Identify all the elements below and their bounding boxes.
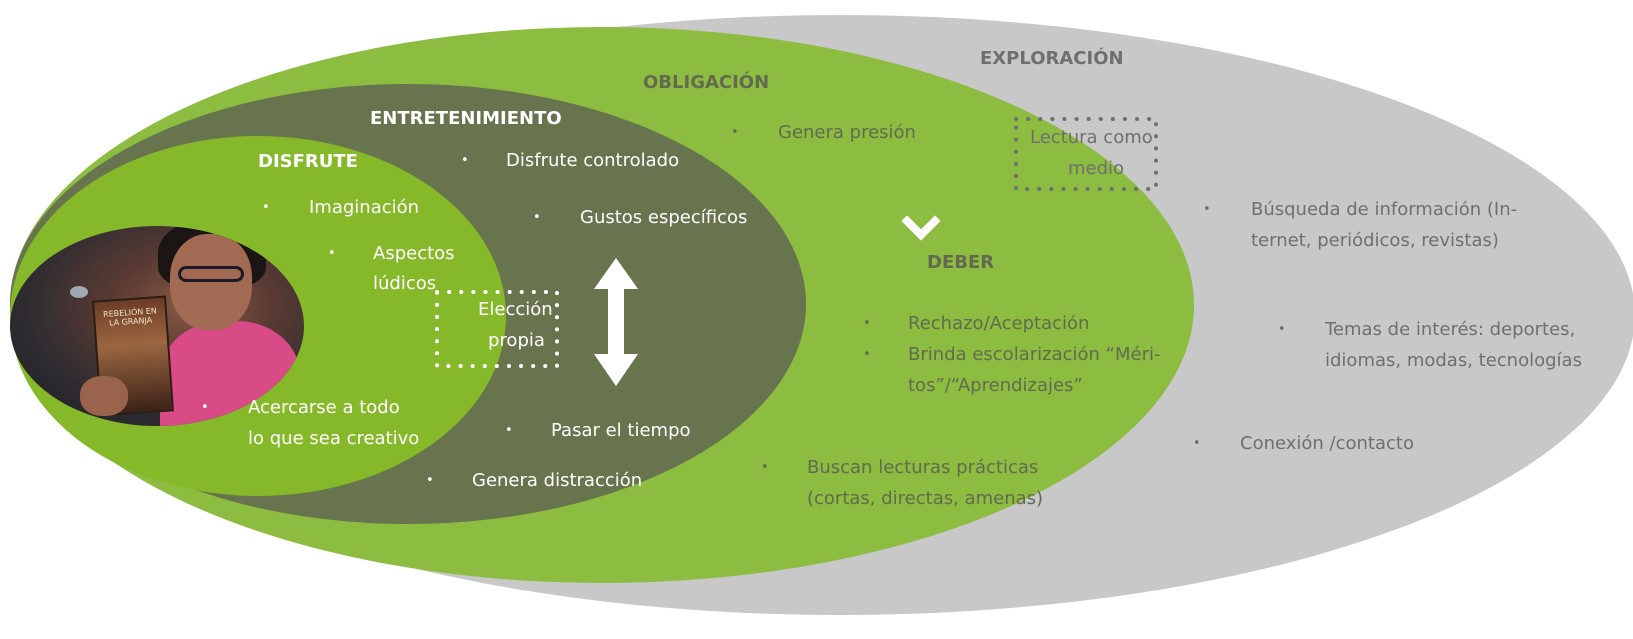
eleccion-propia-dotted-box	[435, 290, 559, 368]
obligacion-item-lecturas-practicas: Buscan lecturas prácticas	[807, 457, 1039, 478]
bullet: •	[201, 400, 209, 415]
obligacion-item-escolarizacion: Brinda escolarización “Méri-	[908, 344, 1161, 365]
bullet: •	[328, 246, 336, 261]
lectura-como-medio-dotted-box	[1014, 117, 1158, 191]
chevron-down-icon	[901, 215, 941, 241]
exploracion-item-conexion: Conexión /contacto	[1240, 433, 1414, 454]
exploracion-item-temas: Temas de interés: deportes,	[1325, 319, 1576, 340]
entretenimiento-title: ENTRETENIMIENTO	[370, 108, 562, 129]
double-arrow-vertical-icon	[594, 258, 638, 386]
obligacion-item-aprendizajes: tos”/“Aprendizajes”	[908, 375, 1083, 396]
disfrute-item-ludicos: lúdicos	[373, 273, 437, 294]
disfrute-item-acercarse: Acercarse a todo	[248, 397, 400, 418]
exploracion-title: EXPLORACIÓN	[980, 48, 1124, 69]
entretenimiento-item-disfrute-controlado: Disfrute controlado	[506, 150, 680, 171]
entretenimiento-item-gustos: Gustos específicos	[580, 207, 748, 228]
entretenimiento-item-pasar-tiempo: Pasar el tiempo	[551, 420, 691, 441]
bullet: •	[461, 153, 469, 168]
bullet: •	[761, 460, 769, 475]
bullet: •	[533, 210, 541, 225]
bullet: •	[731, 125, 739, 140]
exploracion-item-busqueda: Búsqueda de información (In-	[1251, 199, 1518, 220]
bullet: •	[505, 423, 513, 438]
disfrute-item-aspectos: Aspectos	[373, 243, 455, 264]
eleccion-box-line2: propia	[488, 330, 545, 351]
obligacion-title: OBLIGACIÓN	[643, 72, 770, 93]
bullet: •	[1193, 436, 1201, 451]
disfrute-title: DISFRUTE	[258, 151, 358, 172]
bullet: •	[1278, 322, 1286, 337]
lectura-box-line1: Lectura como	[1030, 127, 1153, 148]
obligacion-item-cortas-directas: (cortas, directas, amenas)	[807, 488, 1044, 509]
lectura-box-line2: medio	[1068, 158, 1125, 179]
bullet: •	[863, 316, 871, 331]
bullet: •	[1203, 202, 1211, 217]
deber-label: DEBER	[927, 252, 995, 273]
eleccion-box-line1: Elección	[478, 299, 553, 320]
exploracion-item-idiomas: idiomas, modas, tecnologías	[1325, 350, 1582, 371]
bullet: •	[863, 347, 871, 362]
disfrute-item-creativo: lo que sea creativo	[248, 428, 420, 449]
obligacion-item-rechazo: Rechazo/Aceptación	[908, 313, 1090, 334]
disfrute-item-imaginacion: Imaginación	[309, 197, 420, 218]
entretenimiento-item-distraccion: Genera distracción	[472, 470, 643, 491]
book-title: REBELIÓN EN LA GRANJA	[102, 306, 158, 328]
bullet: •	[262, 200, 270, 215]
exploracion-item-internet: ternet, periódicos, revistas)	[1251, 230, 1499, 251]
girl-with-book-photo: REBELIÓN EN LA GRANJA	[10, 226, 304, 426]
bullet: •	[426, 473, 434, 488]
obligacion-item-presion: Genera presión	[778, 122, 916, 143]
